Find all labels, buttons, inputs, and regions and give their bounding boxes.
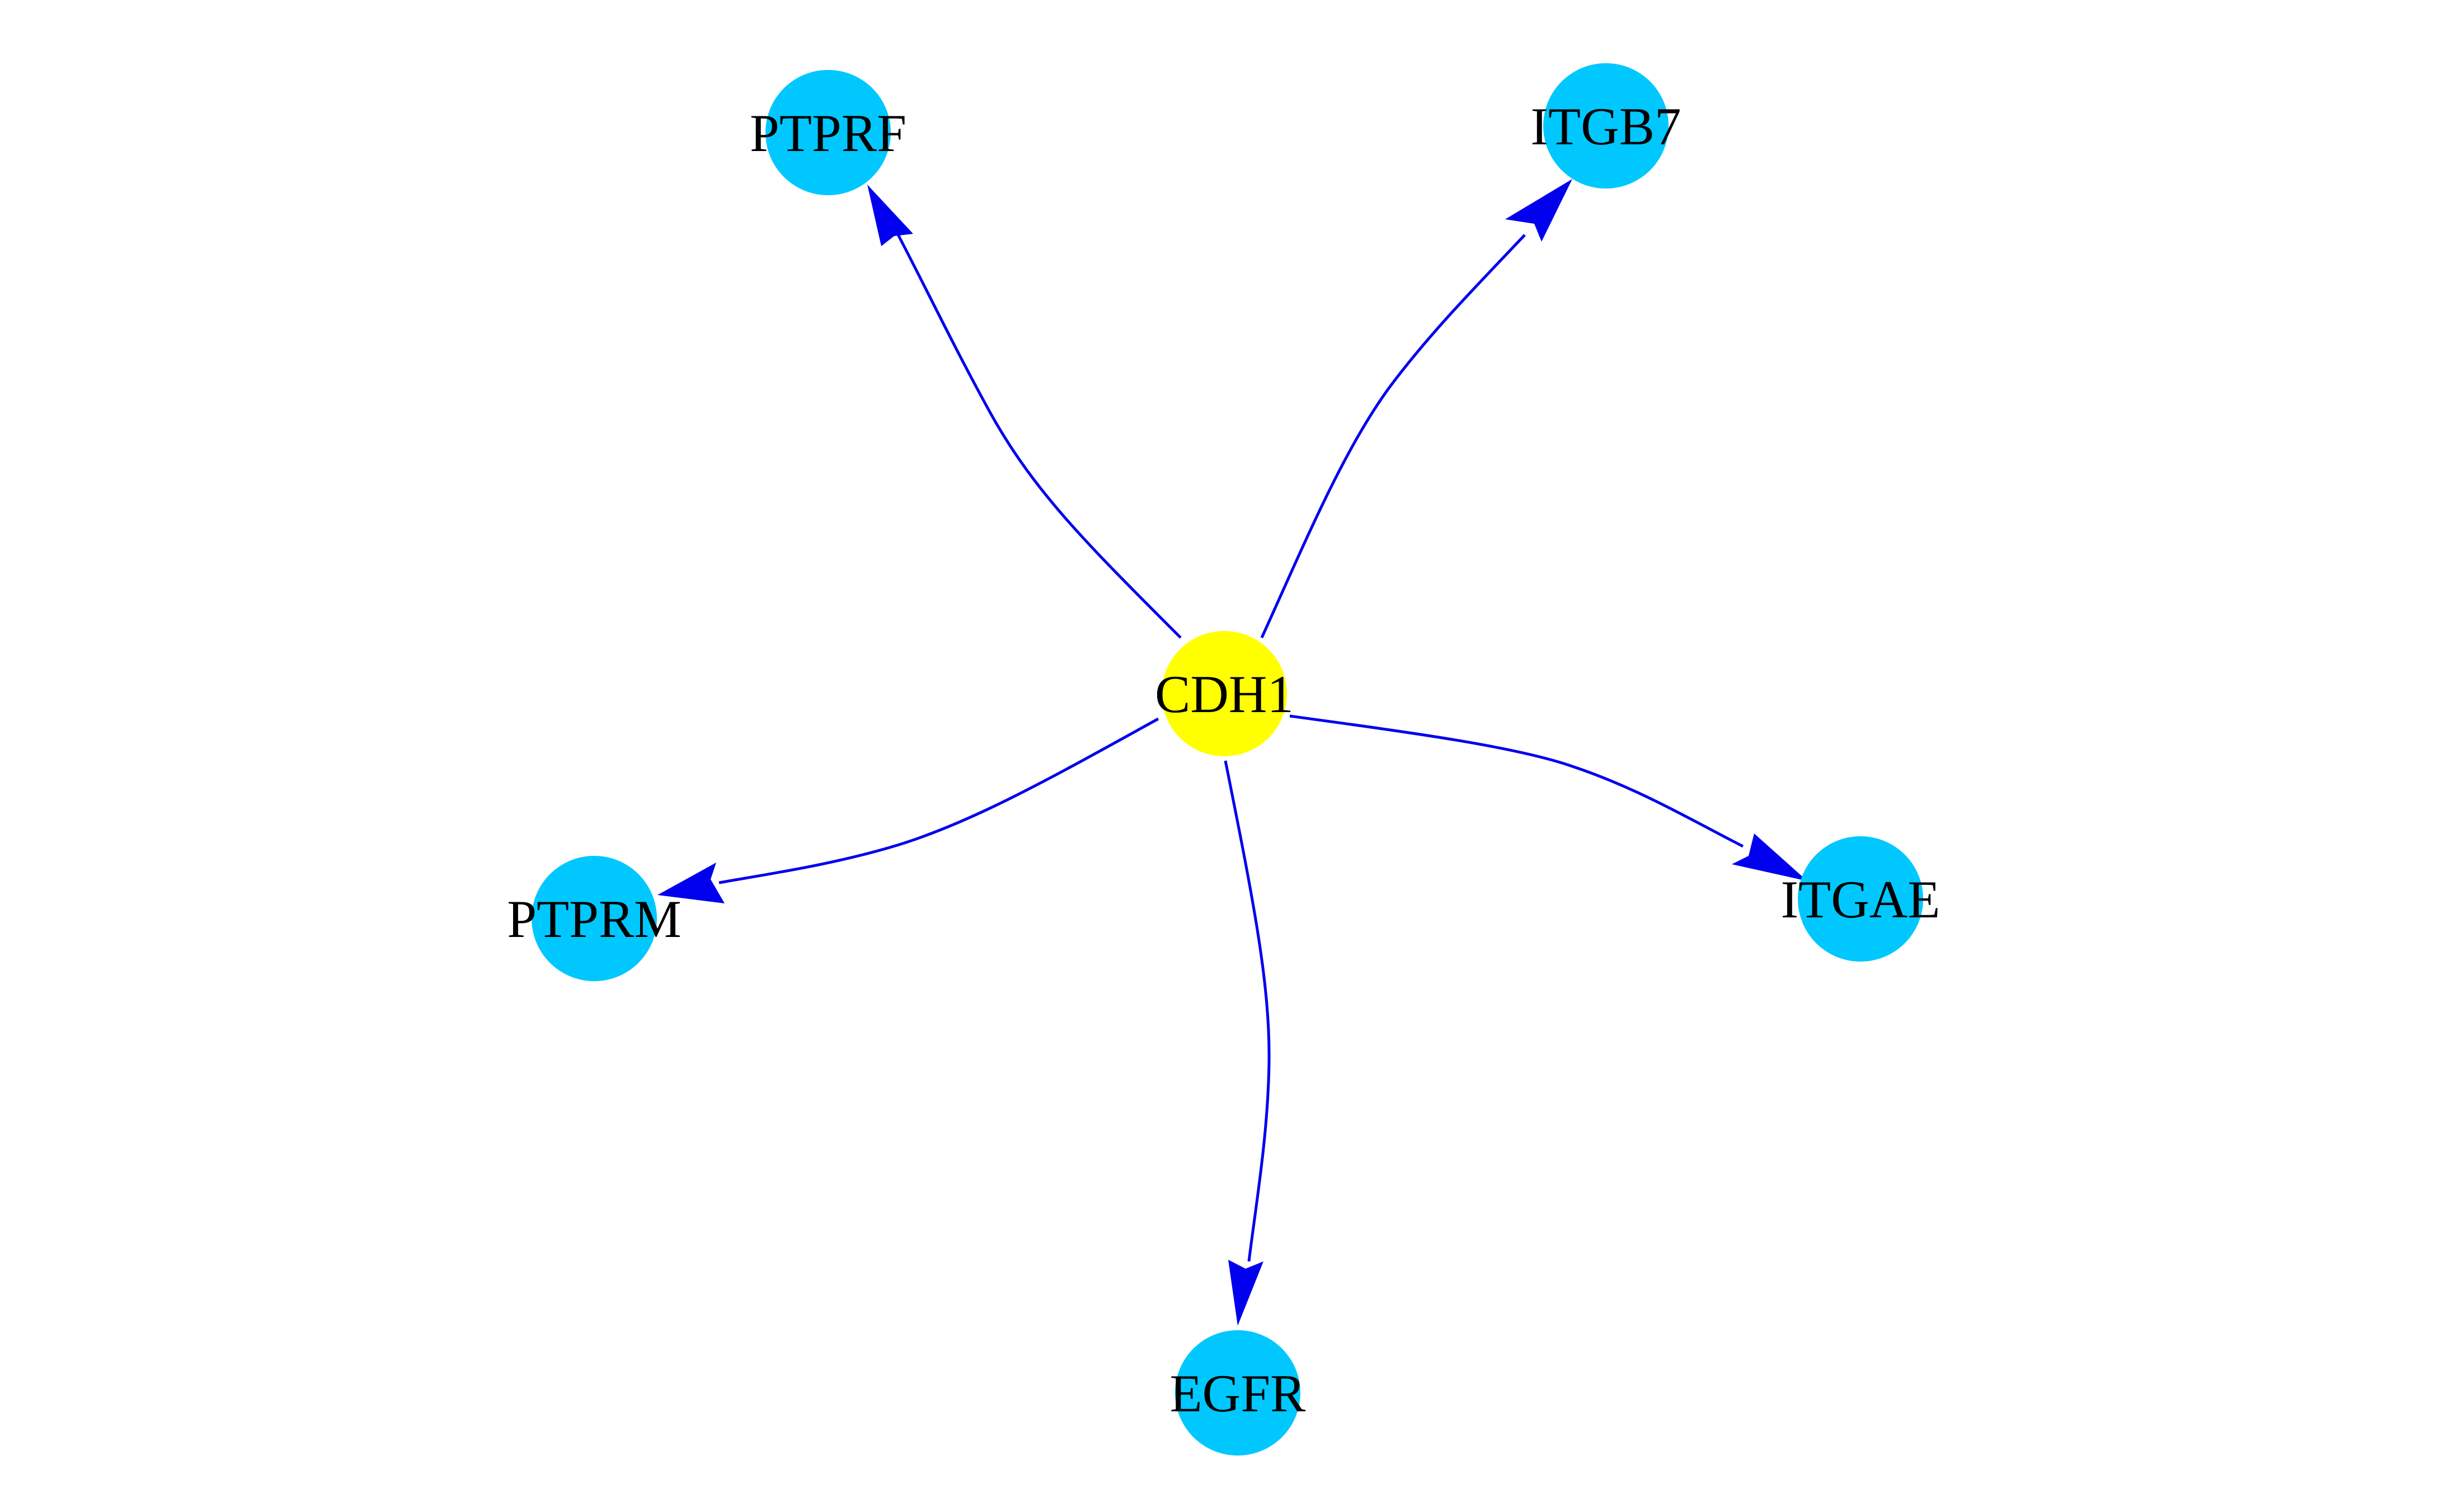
node-itgae[interactable] (1798, 836, 1923, 962)
arrowhead-ptprm (657, 863, 725, 903)
node-label-egfr: EGFR (1170, 1364, 1306, 1423)
edge-cdh1-egfr (1224, 760, 1271, 1262)
edges-layer (657, 179, 1807, 1326)
node-label-cdh1: CDH1 (1155, 665, 1294, 724)
arrowhead-itgb7 (1505, 179, 1572, 242)
edge-cdh1-ptprm (718, 717, 1159, 884)
node-ptprf[interactable] (765, 70, 891, 195)
node-label-ptprf: PTPRF (750, 103, 906, 163)
node-label-itgb7: ITGB7 (1530, 97, 1681, 156)
edge-cdh1-ptprf (894, 228, 1182, 639)
arrowhead-itgae (1732, 833, 1807, 881)
node-ptprm[interactable] (532, 856, 657, 981)
edge-cdh1-itgb7 (1260, 234, 1526, 639)
arrowhead-egfr (1228, 1260, 1263, 1326)
node-cdh1[interactable] (1162, 631, 1287, 756)
labels-layer: PTPRF ITGB7 PTPRM ITGAE EGFR CDH1 (507, 97, 1940, 1423)
node-itgb7[interactable] (1543, 63, 1669, 189)
node-egfr[interactable] (1175, 1330, 1300, 1456)
node-label-itgae: ITGAE (1781, 870, 1940, 929)
nodes-layer (532, 63, 1923, 1456)
edge-cdh1-itgae (1289, 714, 1744, 848)
node-label-ptprm: PTPRM (507, 889, 682, 949)
arrowhead-ptprf (867, 185, 913, 246)
